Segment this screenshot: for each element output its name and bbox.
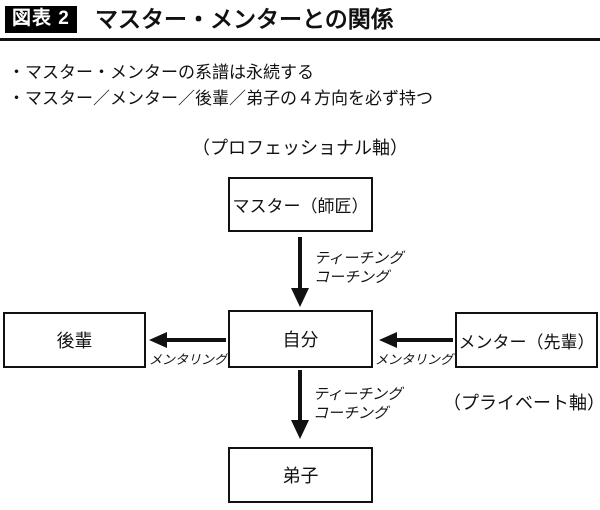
node-disciple: 弟子 xyxy=(228,447,373,503)
arrow-mentor-to-self-head xyxy=(379,332,397,348)
note-lineage: ・マスター・メンターの系譜は永続する xyxy=(8,63,314,82)
title-underline xyxy=(0,38,600,41)
node-self: 自分 xyxy=(228,310,373,368)
edge-label-teaching-bottom: ティーチング コーチング xyxy=(313,385,402,423)
arrow-self-to-disciple-head xyxy=(291,420,309,439)
private-axis-label: （プライベート軸） xyxy=(443,393,600,413)
arrow-master-to-self-line xyxy=(298,237,302,291)
arrow-self-to-junior-head xyxy=(149,332,167,348)
figure-number-badge: 図表 2 xyxy=(5,6,77,33)
teaching-top-line1: ティーチング xyxy=(314,250,404,267)
teaching-bottom-line1: ティーチング xyxy=(313,386,403,403)
figure-title: マスター・メンターとの関係 xyxy=(95,6,394,32)
edge-label-mentoring-right: メンタリング xyxy=(374,352,453,367)
teaching-bottom-line2: コーチング xyxy=(313,405,389,422)
node-junior: 後輩 xyxy=(3,312,146,368)
teaching-top-line2: コーチング xyxy=(314,269,390,286)
arrow-master-to-self-head xyxy=(291,288,309,307)
node-master: マスター（師匠） xyxy=(228,177,373,232)
arrow-self-to-junior-line xyxy=(166,338,226,342)
professional-axis-label: （プロフェッショナル軸） xyxy=(192,138,408,158)
node-mentor: メンター（先輩） xyxy=(455,312,598,368)
edge-label-teaching-top: ティーチング コーチング xyxy=(314,249,403,287)
arrow-self-to-disciple-line xyxy=(298,370,302,422)
arrow-mentor-to-self-line xyxy=(396,338,453,342)
note-four-directions: ・マスター／メンター／後輩／弟子の４方向を必ず持つ xyxy=(8,89,433,108)
edge-label-mentoring-left: メンタリング xyxy=(148,352,227,367)
